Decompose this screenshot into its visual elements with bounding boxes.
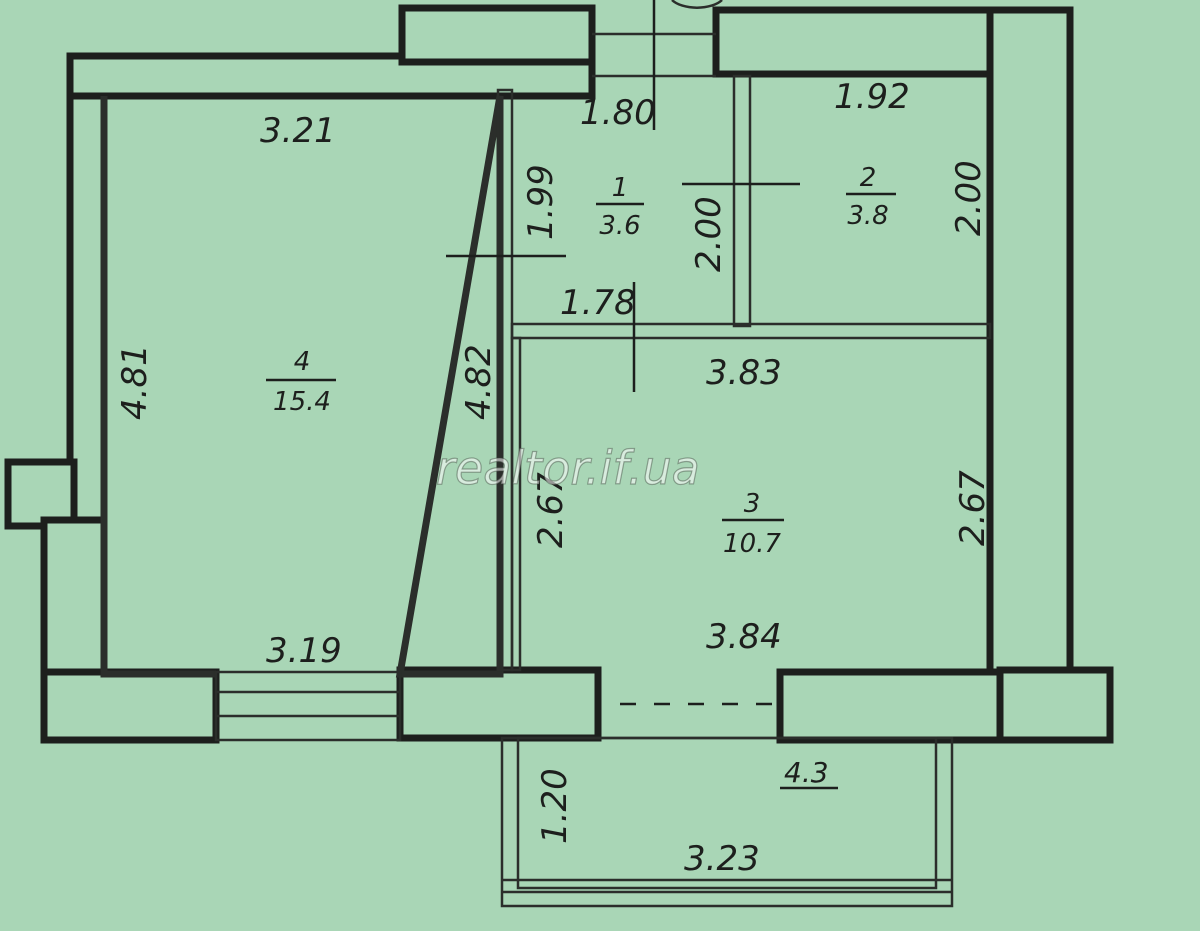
dim-room1-left: 1.99 <box>521 164 561 240</box>
room3-number: 3 <box>744 489 761 519</box>
room3-area: 10.7 <box>723 529 781 559</box>
dim-room1-right: 2.00 <box>689 196 729 272</box>
section-markers <box>446 182 800 392</box>
dim-balcony-bottom: 3.23 <box>684 839 760 879</box>
dim-balcony-left: 1.20 <box>535 768 575 844</box>
room1-number: 1 <box>612 173 629 203</box>
room-labels: 1 3.6 2 3.8 3 10.7 4 15.4 4.3 <box>266 163 896 790</box>
wall-bottom-left <box>40 668 220 744</box>
watermark: realtor.if.ua <box>436 441 700 495</box>
dim-room2-top: 1.92 <box>834 77 910 117</box>
exterior-walls <box>4 4 1114 744</box>
dim-room3-right: 2.67 <box>953 470 993 546</box>
wall-top-notch <box>398 4 596 66</box>
balcony-area: 4.3 <box>784 756 829 789</box>
window-bottom-left <box>214 670 402 742</box>
dim-room2-right: 2.00 <box>949 160 989 236</box>
wall-left-bump <box>4 458 78 530</box>
balcony-rail-inner <box>516 736 938 890</box>
dim-room1-top: 1.80 <box>580 93 656 133</box>
partitions <box>496 0 992 672</box>
room1-area: 3.6 <box>599 211 640 241</box>
balcony <box>500 702 954 908</box>
partition-room3-left <box>510 336 522 672</box>
dim-room1-bottom: 1.78 <box>560 283 636 323</box>
dim-room4-left: 4.81 <box>115 344 155 420</box>
window-frame <box>214 670 402 742</box>
room4-number: 4 <box>294 347 311 377</box>
room4-area: 15.4 <box>273 387 331 417</box>
dim-room4-right: 4.82 <box>459 344 499 420</box>
room4-outline <box>100 95 504 678</box>
entry-circle-arc <box>671 0 723 9</box>
room2-number: 2 <box>860 163 877 193</box>
wall-bottom-middle <box>396 666 602 742</box>
room-outlines <box>100 95 504 678</box>
wall-right-step <box>996 666 1114 744</box>
dimension-labels: 3.21 4.81 4.82 3.19 1.80 1.99 2.00 1.78 … <box>115 77 993 879</box>
dim-room3-left: 2.67 <box>531 472 571 548</box>
partition-room1-room2 <box>732 74 752 328</box>
room2-area: 3.8 <box>847 201 888 231</box>
dim-room3-top: 3.83 <box>706 353 782 393</box>
dim-room4-bottom: 3.19 <box>266 631 342 671</box>
dim-room4-top: 3.21 <box>260 111 336 151</box>
dim-room3-bottom: 3.84 <box>706 617 782 657</box>
wall-right-outer <box>986 6 1074 678</box>
partition-room1-room3 <box>510 322 992 340</box>
